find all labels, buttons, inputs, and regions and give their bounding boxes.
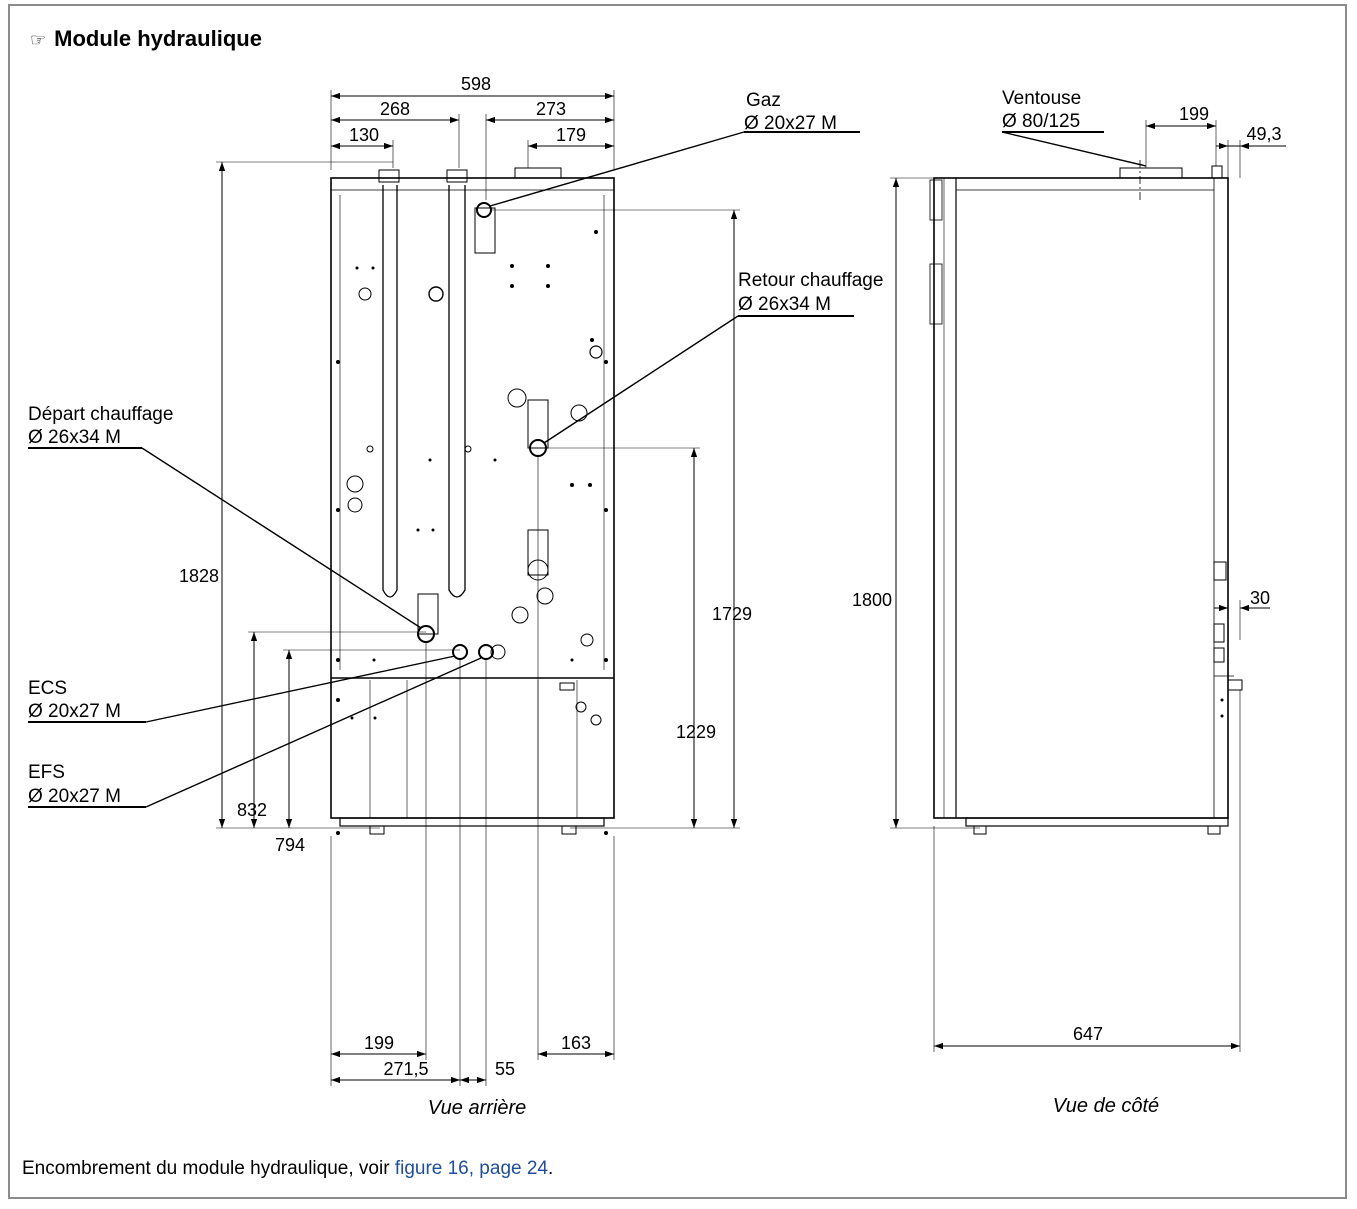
dim-rear-1229: 1229 [676, 722, 716, 742]
dim-rear-width: 598 [461, 74, 491, 94]
label-ventouse-spec: Ø 80/125 [1002, 111, 1080, 132]
pipe-left [382, 185, 398, 598]
label-efs-spec: Ø 20x27 M [28, 786, 121, 807]
rear-view [330, 167, 615, 835]
pipe-right [448, 185, 466, 598]
rear-cabinet-outline [330, 177, 615, 819]
dim-side-height: 1800 [852, 590, 892, 610]
dim-rear-height: 1828 [179, 566, 219, 586]
label-ventouse: Ventouse [1002, 88, 1081, 109]
caption-figure-link[interactable]: figure 16, page 24 [394, 1158, 548, 1179]
pointing-hand-icon: ☞ [30, 30, 47, 50]
dim-rear-163: 163 [561, 1033, 591, 1053]
dim-side-199: 199 [1179, 104, 1209, 124]
side-base [965, 817, 1229, 827]
dim-rear-271-5: 271,5 [383, 1059, 428, 1079]
fitting-gaz [476, 202, 492, 218]
dim-rear-273: 273 [536, 99, 566, 119]
dim-rear-268: 268 [380, 99, 410, 119]
side-view-title: Vue de côté [1053, 1095, 1159, 1117]
figure-caption: Encombrement du module hydraulique, voir… [22, 1158, 553, 1180]
side-dimension-texts: 199 49,3 1800 30 647 [852, 104, 1282, 1044]
label-gaz: Gaz [746, 90, 781, 111]
side-cabinet-outline [933, 177, 1229, 819]
side-view [929, 165, 1243, 835]
dim-side-30: 30 [1250, 588, 1270, 608]
dim-rear-832: 832 [237, 800, 267, 820]
dim-rear-199: 199 [364, 1033, 394, 1053]
heading-title: Module hydraulique [54, 26, 262, 51]
rear-dots [336, 230, 608, 835]
rear-base [339, 817, 605, 827]
figure-frame [8, 4, 1347, 1199]
dim-side-depth: 647 [1073, 1024, 1103, 1044]
fitting-ecs [452, 644, 468, 660]
dim-rear-794: 794 [275, 835, 305, 855]
dim-rear-179: 179 [556, 125, 586, 145]
caption-end: . [548, 1158, 554, 1179]
rear-view-title: Vue arrière [428, 1097, 527, 1119]
dim-side-49-3: 49,3 [1246, 124, 1281, 144]
label-gaz-spec: Ø 20x27 M [744, 113, 837, 134]
figure-heading: ☞ Module hydraulique [30, 26, 262, 52]
dim-rear-130: 130 [349, 125, 379, 145]
label-depart-spec: Ø 26x34 M [28, 427, 121, 448]
label-retour-spec: Ø 26x34 M [738, 294, 831, 315]
label-ecs-spec: Ø 20x27 M [28, 701, 121, 722]
label-retour: Retour chauffage [738, 270, 883, 291]
connection-labels: Gaz Ø 20x27 M Retour chauffage Ø 26x34 M… [28, 88, 1081, 807]
side-ventouse-stub [1119, 167, 1183, 179]
label-ecs: ECS [28, 678, 67, 699]
dim-rear-55: 55 [495, 1059, 515, 1079]
fitting-efs [478, 644, 494, 660]
label-depart: Départ chauffage [28, 404, 173, 425]
rear-leader-lines [28, 131, 860, 808]
label-efs: EFS [28, 762, 65, 783]
rear-dimension-lines [216, 90, 740, 1086]
side-dimension-lines [890, 120, 1286, 1052]
caption-text: Encombrement du module hydraulique, voir [22, 1158, 395, 1179]
dim-rear-1729: 1729 [712, 604, 752, 624]
rear-dimension-texts: 598 268 273 130 179 1828 832 794 1729 12… [179, 74, 752, 1079]
